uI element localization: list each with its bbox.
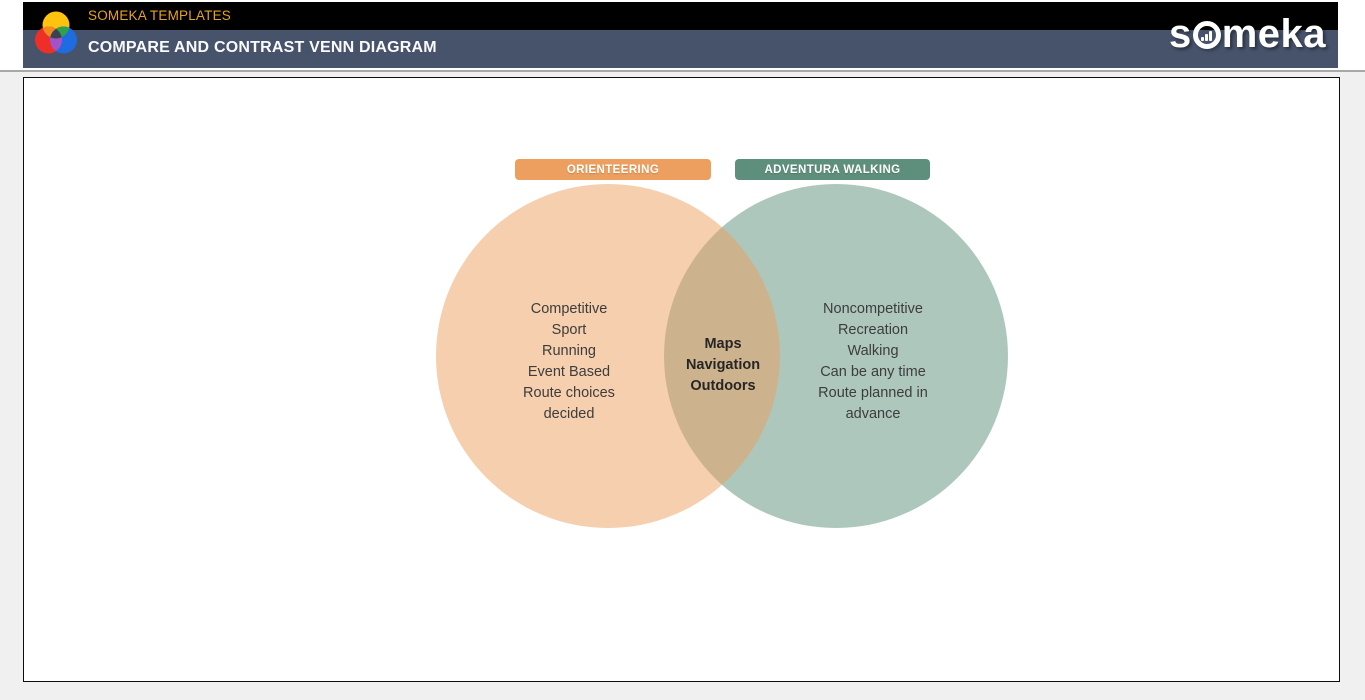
header-divider xyxy=(0,70,1365,72)
someka-color-venn-logo-icon xyxy=(35,11,77,54)
left-set-label: ORIENTEERING xyxy=(515,159,711,180)
text-line: Recreation xyxy=(837,322,909,338)
brand-label: SOMEKA TEMPLATES xyxy=(88,8,231,23)
wordmark-o-barchart-icon xyxy=(1192,21,1221,49)
text-line: Walking xyxy=(847,343,899,359)
text-line: advance xyxy=(845,406,901,422)
text-line: Running xyxy=(541,343,596,359)
worksheet-panel: ORIENTEERING ADVENTURA WALKING Competiti… xyxy=(23,77,1340,682)
left-venn-circle xyxy=(436,184,780,528)
wordmark-text-post: meka xyxy=(1221,12,1326,56)
text-line: Route choices xyxy=(523,385,615,401)
text-line: Route planned in xyxy=(818,385,928,401)
title-bar xyxy=(23,30,1338,68)
wordmark-text-pre: s xyxy=(1168,12,1192,56)
text-line: Event Based xyxy=(527,364,611,380)
brand-bar xyxy=(23,2,1338,30)
text-line: Can be any time xyxy=(820,364,926,380)
text-line: Sport xyxy=(551,322,587,338)
right-set-label: ADVENTURA WALKING xyxy=(735,159,930,180)
text-line: Navigation xyxy=(685,357,761,373)
text-line: decided xyxy=(543,406,595,422)
app-header: SOMEKA TEMPLATES COMPARE AND CONTRAST VE… xyxy=(23,2,1338,68)
text-line: Outdoors xyxy=(690,378,756,394)
text-line: Noncompetitive xyxy=(823,301,923,317)
text-line: Competitive xyxy=(530,301,608,317)
text-line: Maps xyxy=(704,336,742,352)
page-title: COMPARE AND CONTRAST VENN DIAGRAM xyxy=(88,39,437,56)
